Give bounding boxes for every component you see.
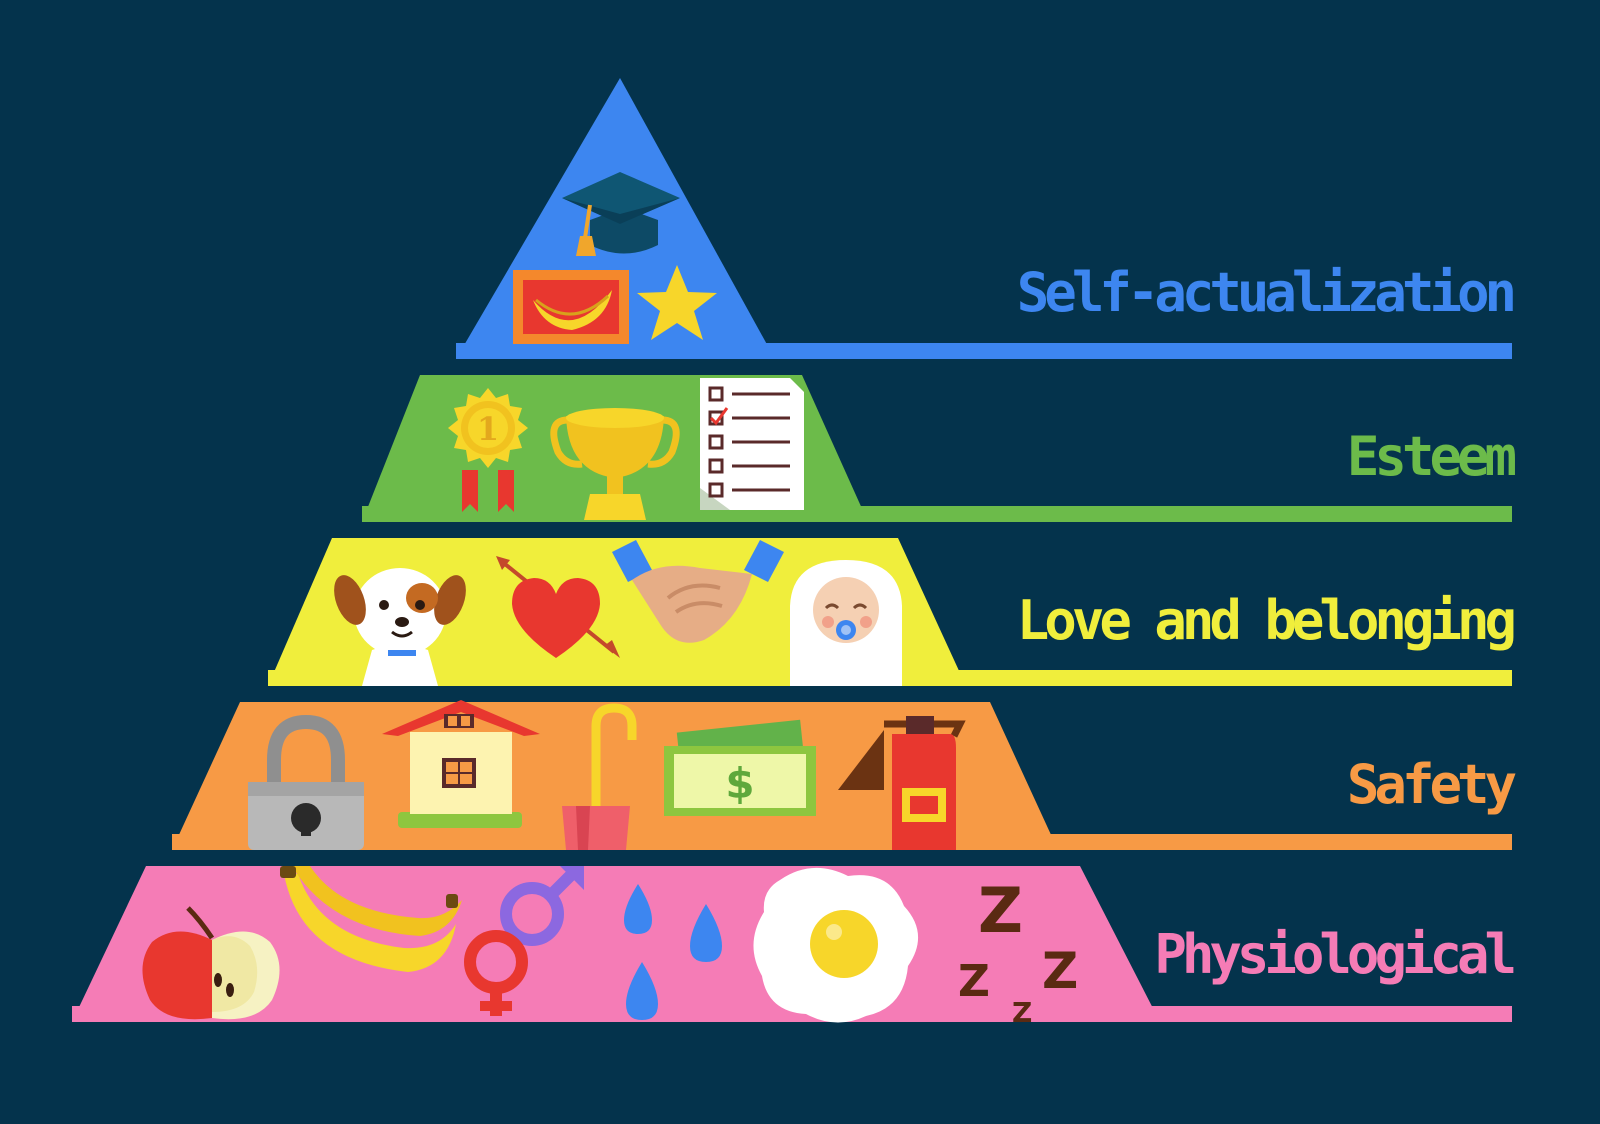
tier-esteem: 1: [362, 375, 1512, 522]
baby-icon: [790, 560, 902, 686]
label-safety: Safety: [1346, 753, 1517, 816]
tier-physiological: Z Z Z Z: [72, 866, 1512, 1029]
framed-banana-picture-icon: [513, 270, 629, 344]
tier-underline: [172, 834, 1512, 850]
star-icon: [637, 265, 717, 340]
tier-self-actualization: [456, 78, 1512, 359]
svg-text:Z: Z: [978, 874, 1023, 947]
graduation-cap-icon: [562, 172, 680, 256]
svg-text:$: $: [725, 759, 754, 808]
tier-underline: [72, 1006, 1512, 1022]
svg-text:Z: Z: [958, 956, 990, 1007]
svg-text:Z: Z: [1042, 942, 1078, 1000]
trophy-icon: [550, 408, 680, 520]
apple-icon: [142, 906, 280, 1020]
tier-underline: [456, 343, 1512, 359]
svg-text:Z: Z: [1012, 996, 1032, 1029]
tier-safety: $: [172, 700, 1512, 850]
padlock-icon: [248, 714, 364, 850]
fire-extinguisher-icon: [838, 716, 966, 850]
money-icon: $: [664, 719, 816, 816]
sleep-zzz-icon: Z Z Z Z: [958, 874, 1078, 1029]
svg-text:1: 1: [477, 410, 499, 448]
tier-underline: [362, 506, 1512, 522]
fried-egg-icon: [753, 867, 919, 1023]
umbrella-icon: [562, 703, 637, 850]
bananas-icon: [280, 866, 462, 972]
house-icon: [382, 700, 540, 828]
tier-shape: [172, 702, 1058, 850]
puppy-icon: [334, 568, 466, 686]
checklist-icon: [700, 378, 804, 510]
tier-love-and-belonging: [268, 538, 1512, 686]
heart-with-arrow-icon: [496, 556, 620, 658]
label-love-and-belonging: Love and belonging: [1016, 589, 1517, 652]
gold-medal-icon: 1: [448, 388, 528, 512]
gender-symbols-icon: [464, 866, 584, 1016]
label-esteem: Esteem: [1346, 425, 1517, 488]
water-drops-icon: [624, 884, 722, 1020]
handshake-icon: [612, 540, 784, 643]
label-physiological: Physiological: [1154, 923, 1517, 986]
label-self-actualization: Self-actualization: [1016, 261, 1517, 324]
